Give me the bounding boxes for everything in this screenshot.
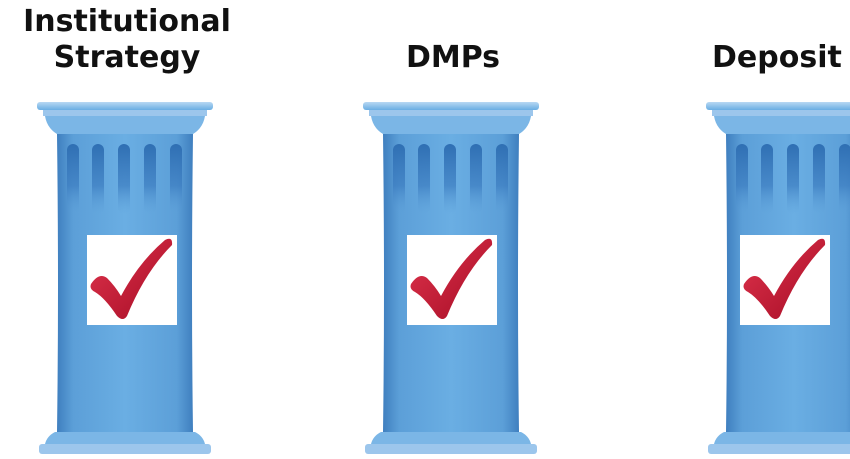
pillar-title: DMPs [405,40,501,75]
red-checkmark-icon [740,235,830,325]
red-checkmark-icon [407,235,497,325]
pillar-dmps: DMPs [333,0,573,459]
pillar-title: Deposit [712,40,842,75]
column-pillar-icon [706,102,850,454]
column-pillar-icon [363,102,539,454]
red-checkmark-icon [87,235,177,325]
column-pillar-icon [37,102,213,454]
pillar-title: Institutional Strategy [23,4,231,75]
pillar-deposit: Deposit [676,0,850,459]
pillar-institutional-strategy: Institutional Strategy [7,0,247,459]
